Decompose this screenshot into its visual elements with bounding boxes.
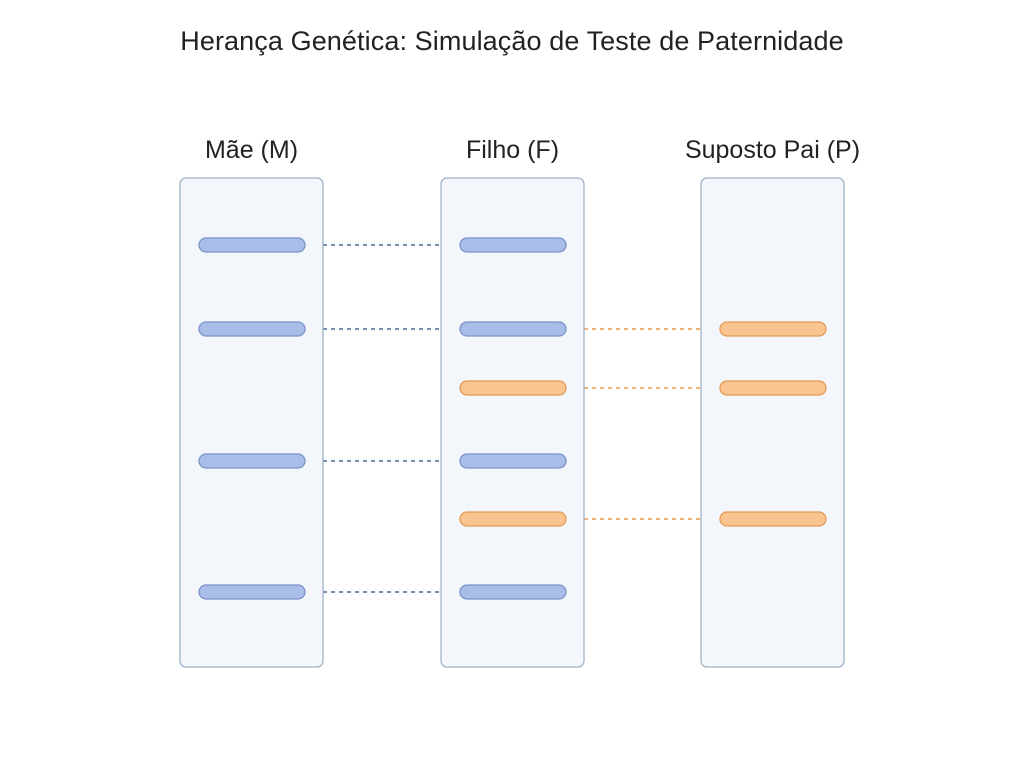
lane-mother (179, 177, 324, 668)
bands-layer (198, 237, 827, 600)
band-child-level-5 (459, 511, 567, 527)
band-father-level-5 (719, 511, 827, 527)
band-mother-level-1 (198, 237, 306, 253)
band-child-level-3 (459, 380, 567, 396)
band-child-level-1 (459, 237, 567, 253)
lanes-layer (179, 177, 845, 668)
lane-label-mother: Mãe (M) (205, 136, 298, 164)
band-mother-level-2 (198, 321, 306, 337)
band-mother-level-6 (198, 584, 306, 600)
page-title: Herança Genética: Simulação de Teste de … (180, 26, 844, 56)
labels-layer: Mãe (M) Filho (F) Suposto Pai (P) (205, 136, 860, 164)
lane-label-child: Filho (F) (466, 136, 559, 164)
band-father-level-3 (719, 380, 827, 396)
band-mother-level-4 (198, 453, 306, 469)
lane-child (440, 177, 585, 668)
band-child-level-6 (459, 584, 567, 600)
band-father-level-2 (719, 321, 827, 337)
lane-label-father: Suposto Pai (P) (685, 136, 860, 164)
band-child-level-2 (459, 321, 567, 337)
lane-father (700, 177, 845, 668)
band-child-level-4 (459, 453, 567, 469)
links-layer (307, 244, 718, 593)
